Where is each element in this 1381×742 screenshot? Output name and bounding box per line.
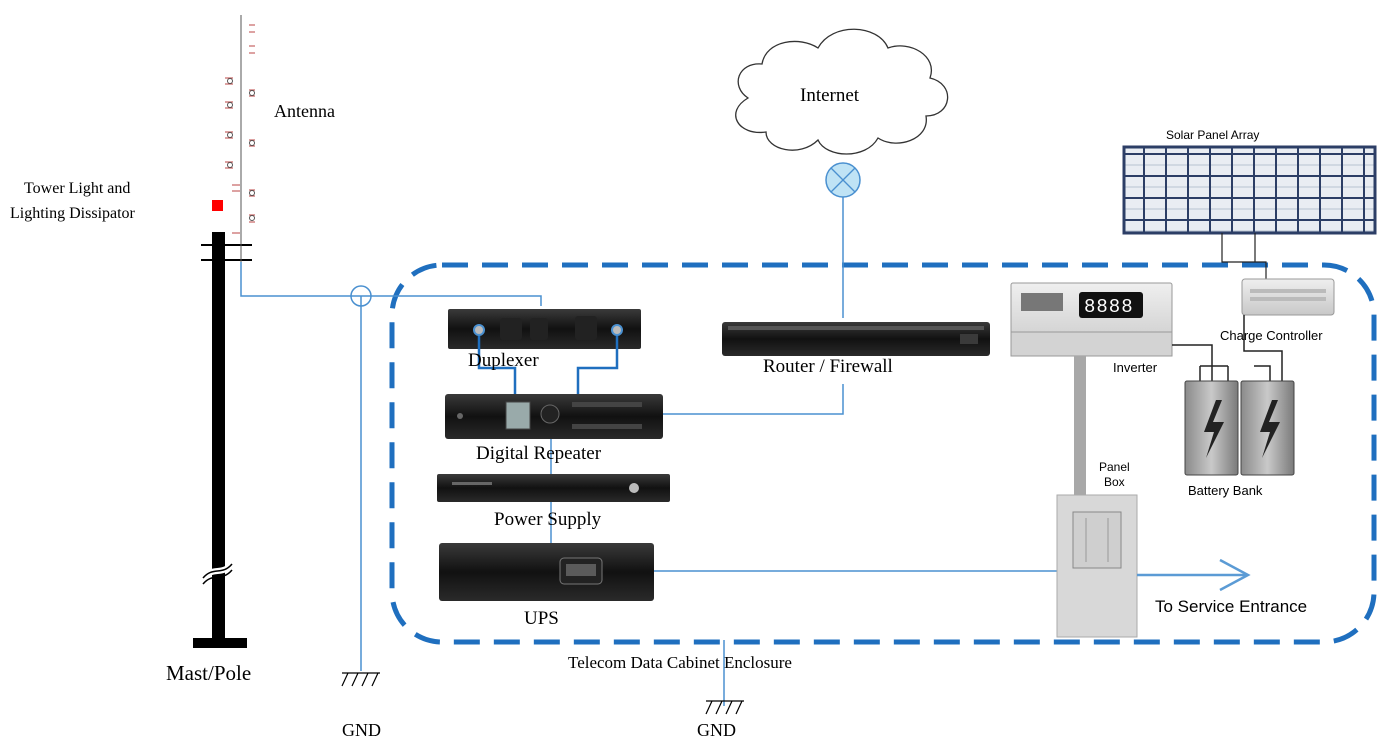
solar-panel-icon: [1122, 145, 1377, 235]
internet-label: Internet: [800, 85, 860, 106]
internet-node-icon: [825, 162, 861, 198]
panel-box-icon: [1056, 494, 1138, 638]
inverter-device: [1010, 282, 1173, 357]
router-firewall-device: [722, 322, 990, 356]
enclosure-border: [389, 262, 1377, 645]
router-repeater-link: [663, 384, 844, 415]
service-entrance-arrow: [1137, 558, 1251, 592]
ups-device: [439, 543, 654, 601]
battery-bank-label: Battery Bank: [1188, 483, 1263, 498]
duplexer-cables: [477, 336, 619, 394]
tower-light-label-line1: Tower Light and: [24, 180, 130, 197]
panel-box-label-line2: Box: [1104, 475, 1125, 489]
mast-pole: [193, 232, 252, 648]
tower-light: [212, 200, 223, 211]
solar-label: Solar Panel Array: [1166, 128, 1259, 142]
internet-cloud: [735, 28, 949, 155]
duplexer-device: [448, 309, 641, 349]
power-supply-label: Power Supply: [494, 509, 602, 530]
mast-label: Mast/Pole: [166, 661, 251, 685]
panel-box-label-line1: Panel: [1099, 460, 1130, 474]
gnd-left-label: GND: [342, 720, 381, 740]
power-supply-device: [437, 474, 670, 502]
ups-label: UPS: [524, 608, 559, 629]
charge-controller-device: [1241, 278, 1335, 316]
digital-repeater-label: Digital Repeater: [476, 443, 602, 464]
duplexer-label: Duplexer: [468, 350, 539, 371]
antenna-feedline: [240, 262, 542, 306]
service-entrance-label: To Service Entrance: [1155, 597, 1307, 616]
ground-symbol-left: [341, 672, 380, 687]
charge-controller-label: Charge Controller: [1220, 328, 1323, 343]
tower-light-label-line2: Lighting Dissipator: [10, 205, 136, 222]
digital-repeater-device: [445, 394, 663, 439]
enclosure-label: Telecom Data Cabinet Enclosure: [568, 653, 792, 672]
battery-bank-icon: [1184, 380, 1295, 476]
antenna-icon: [225, 15, 255, 262]
router-label: Router / Firewall: [763, 356, 893, 377]
antenna-label: Antenna: [274, 101, 335, 121]
inverter-display: 8888: [1084, 296, 1134, 318]
inverter-label: Inverter: [1113, 360, 1158, 375]
battery-wiring: [1172, 315, 1283, 381]
solar-wiring: [1221, 233, 1267, 283]
ground-symbol-center: [705, 700, 744, 715]
gnd-center-label: GND: [697, 720, 736, 740]
